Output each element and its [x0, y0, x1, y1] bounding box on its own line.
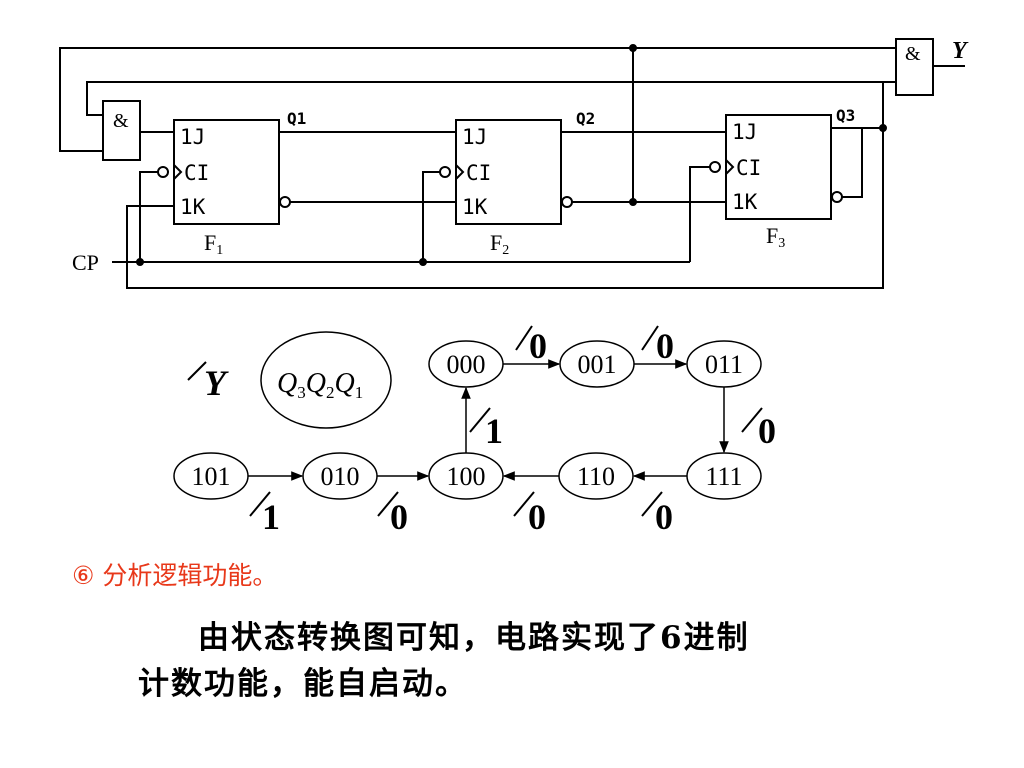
state-diagram: Y Q3Q2Q1 000 001 011 111 110 100 [173, 325, 776, 537]
state-node-001: 001 [559, 340, 635, 388]
junction-dot [629, 44, 637, 52]
legend-ellipse [260, 331, 392, 429]
state-node-111: 111 [686, 452, 762, 500]
clock-bubble-f1 [157, 166, 169, 178]
flip-flop-f3 [725, 114, 832, 220]
output-010-100: 0 [390, 497, 408, 537]
svg-text:000: 000 [447, 350, 486, 379]
logic-circuit [59, 38, 965, 289]
svg-text:011: 011 [705, 350, 743, 379]
f2-name: F2 [490, 230, 509, 258]
clock-bubble-f3 [709, 161, 721, 173]
q2-label: Q2 [576, 109, 595, 128]
and-symbol-output: & [905, 43, 921, 65]
conclusion-line-2: 计数功能，能自启动。 [138, 666, 468, 702]
f3-j-label: 1J [732, 120, 757, 144]
clock-bubble-f2 [439, 166, 451, 178]
legend-output-var: Y [204, 363, 229, 403]
and-gate-input [102, 100, 141, 161]
state-node-010: 010 [302, 452, 378, 500]
output-001-011: 0 [656, 326, 674, 366]
f1-name: F1 [204, 230, 223, 258]
step-heading: ⑥ 分析逻辑功能。 [72, 561, 278, 590]
f3-c-label: CI [736, 156, 761, 180]
f3-name: F3 [766, 223, 785, 251]
f1-c-label: CI [184, 161, 209, 185]
qbar-bubble-f2 [561, 196, 573, 208]
svg-text:100: 100 [447, 462, 486, 491]
output-101-010: 1 [262, 497, 280, 537]
conclusion-line-1: 由状态转换图可知，电路实现了6进制 [198, 620, 750, 656]
f2-j-label: 1J [462, 125, 487, 149]
svg-text:110: 110 [577, 462, 615, 491]
state-node-110: 110 [558, 452, 634, 500]
y-output-label: Y [952, 38, 969, 64]
junction-dot [629, 198, 637, 206]
qbar-bubble-f1 [279, 196, 291, 208]
q1-label: Q1 [287, 109, 306, 128]
svg-text:111: 111 [705, 462, 742, 491]
junction-dot [419, 258, 427, 266]
wiring [59, 47, 965, 289]
junction-dot [879, 124, 887, 132]
circuit-labels: & & 1J CI 1K 1J CI 1K 1J CI 1K Q1 Q2 Q3 … [72, 38, 969, 275]
state-node-101: 101 [173, 452, 249, 500]
f2-c-label: CI [466, 161, 491, 185]
output-000-001: 0 [529, 326, 547, 366]
svg-text:101: 101 [192, 462, 231, 491]
output-111-110: 0 [655, 497, 673, 537]
cp-label: CP [72, 250, 99, 275]
f3-k-label: 1K [732, 190, 758, 214]
state-node-011: 011 [686, 340, 762, 388]
f2-k-label: 1K [462, 195, 488, 219]
legend-state-vars: Q3Q2Q1 [277, 368, 363, 402]
state-node-000: 000 [428, 340, 504, 388]
f1-j-label: 1J [180, 125, 205, 149]
output-011-111: 0 [758, 411, 776, 451]
output-100-000: 1 [485, 411, 503, 451]
flip-flop-f1 [173, 119, 280, 225]
output-110-100: 0 [528, 497, 546, 537]
svg-text:001: 001 [578, 350, 617, 379]
and-symbol-input: & [113, 110, 129, 132]
q3-label: Q3 [836, 106, 855, 125]
state-node-100: 100 [428, 452, 504, 500]
qbar-bubble-f3 [831, 191, 843, 203]
flip-flop-f2 [455, 119, 562, 225]
svg-text:010: 010 [321, 462, 360, 491]
junction-dot [136, 258, 144, 266]
f1-k-label: 1K [180, 195, 206, 219]
